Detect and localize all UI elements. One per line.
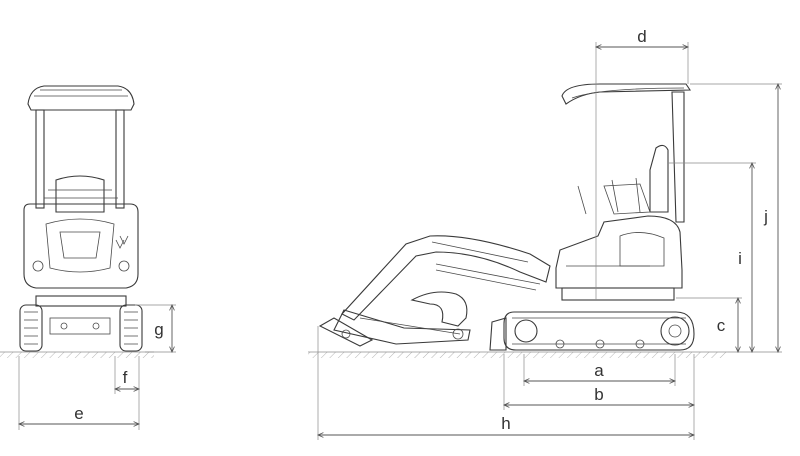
- label-c: c: [717, 316, 726, 335]
- side-view-excavator: [318, 83, 695, 351]
- label-i: i: [738, 249, 742, 268]
- label-d: d: [637, 27, 646, 46]
- label-g: g: [154, 320, 163, 339]
- dimension-labels: a b c d e f g h i j: [74, 27, 768, 433]
- extension-lines: [18, 42, 782, 440]
- ground-line: [0, 351, 728, 358]
- label-a: a: [594, 361, 604, 380]
- label-e: e: [74, 404, 83, 423]
- label-b: b: [594, 385, 603, 404]
- dimension-lines: [19, 47, 778, 435]
- label-j: j: [763, 207, 768, 226]
- label-h: h: [501, 414, 510, 433]
- front-view-excavator: [19, 85, 143, 352]
- label-f: f: [123, 368, 128, 387]
